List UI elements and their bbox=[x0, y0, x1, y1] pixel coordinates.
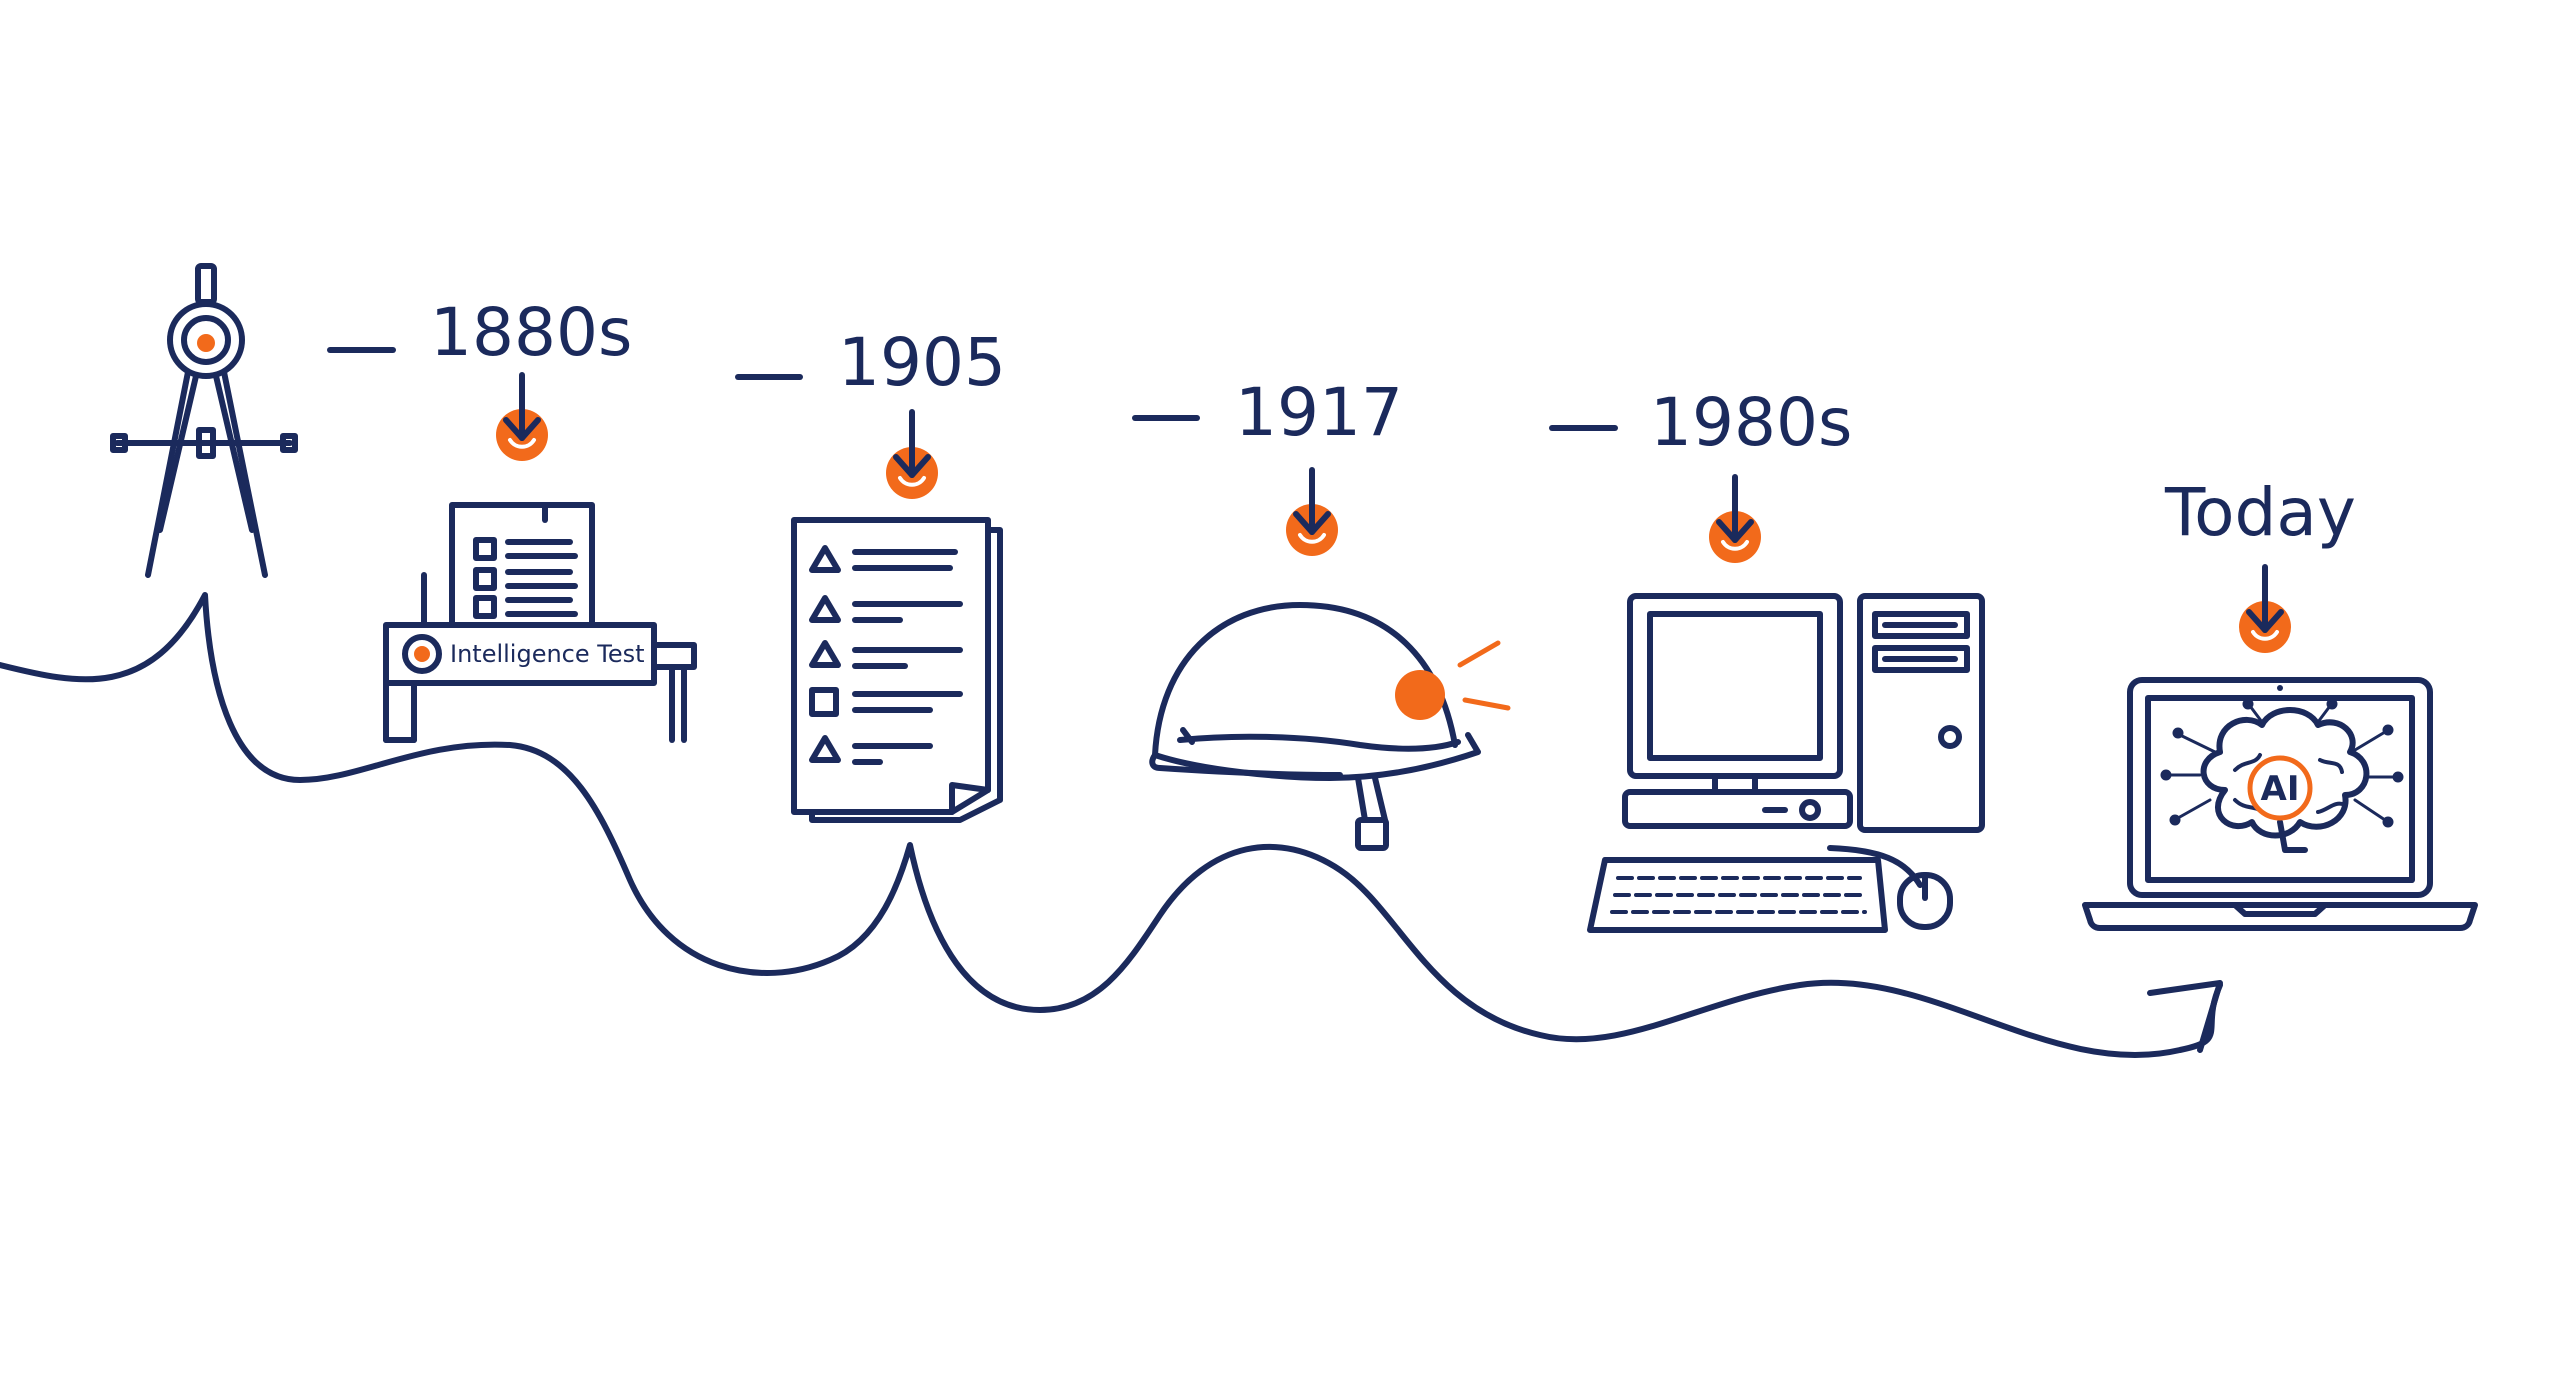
intelligence-test-machine-icon: Intelligence Test bbox=[383, 502, 697, 743]
year-label-1905: 1905 bbox=[838, 324, 1006, 401]
timeline-wave bbox=[0, 592, 2223, 1058]
ai-laptop-icon: AI bbox=[2082, 677, 2478, 931]
test-sheet-icon bbox=[791, 517, 1003, 823]
desktop-computer-icon bbox=[1587, 593, 1985, 933]
year-label-1917: 1917 bbox=[1235, 374, 1403, 451]
ai-badge bbox=[2247, 755, 2313, 821]
marker-1905 bbox=[886, 409, 938, 499]
year-label-1880s: 1880s bbox=[430, 294, 632, 371]
year-label-today: Today bbox=[2164, 474, 2356, 551]
marker-today bbox=[2239, 564, 2291, 653]
army-helmet-icon bbox=[1149, 602, 1511, 851]
intelligence-test-label: Intelligence Test bbox=[450, 640, 645, 668]
ai-badge-text: AI bbox=[2261, 769, 2300, 809]
drafting-compass-icon bbox=[110, 263, 298, 578]
marker-1980s bbox=[1709, 474, 1761, 563]
year-label-1980s: 1980s bbox=[1650, 384, 1852, 461]
marker-1917 bbox=[1286, 467, 1338, 556]
marker-1880s bbox=[496, 372, 548, 461]
timeline-arrowhead bbox=[2147, 980, 2223, 1053]
